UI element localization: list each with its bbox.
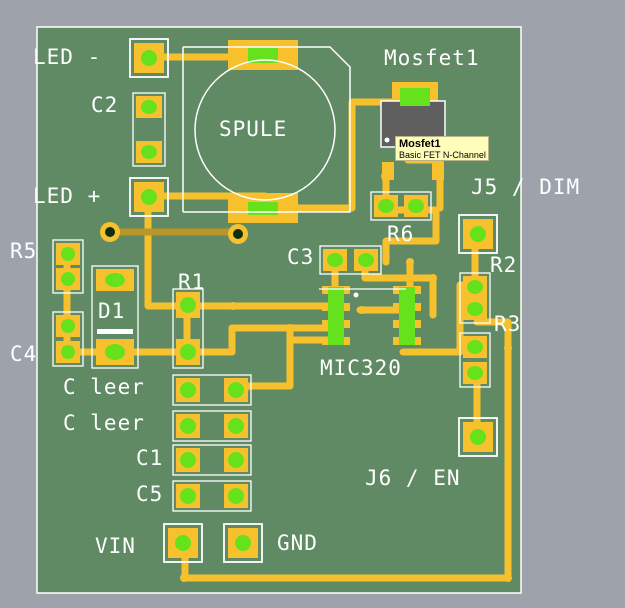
pad-highlights — [61, 47, 483, 504]
label-d1: D1 — [98, 299, 125, 323]
label-r2: R2 — [490, 253, 517, 277]
label-j5-dim: J5 / DIM — [471, 175, 580, 199]
mosfet-pin1-dot — [384, 137, 390, 143]
label-spule: SPULE — [219, 117, 287, 141]
label-r3: R3 — [494, 312, 521, 336]
silkscreen-labels: LED - C2 LED + R5 C4 D1 R1 SPULE Mosfet1… — [10, 45, 580, 558]
label-mosfet: Mosfet1 — [384, 46, 480, 70]
label-vin: VIN — [95, 534, 136, 558]
silkscreen-outlines — [52, 38, 498, 563]
vias — [100, 172, 512, 582]
label-r5: R5 — [10, 239, 37, 263]
tooltip-title: Mosfet1 — [399, 138, 441, 150]
label-c-leer-1: C leer — [63, 375, 145, 399]
label-gnd: GND — [277, 531, 318, 555]
label-c5: C5 — [136, 482, 163, 506]
through-hole-pads — [134, 43, 493, 558]
label-mic320: MIC320 — [320, 356, 402, 380]
label-r6: R6 — [387, 222, 414, 246]
label-c3: C3 — [287, 245, 314, 269]
label-led-minus: LED - — [33, 45, 101, 69]
label-led-plus: LED + — [33, 184, 101, 208]
label-r1: R1 — [178, 270, 205, 294]
label-j6-en: J6 / EN — [365, 466, 461, 490]
tooltip-subtitle: Basic FET N-Channel — [399, 150, 486, 160]
diode-cathode-band — [97, 329, 133, 334]
label-c1: C1 — [136, 446, 163, 470]
smd-pads — [56, 40, 487, 508]
label-c2: C2 — [91, 93, 118, 117]
label-c4: C4 — [10, 342, 37, 366]
mosfet-tooltip: Mosfet1 Basic FET N-Channel — [395, 136, 489, 161]
label-c-leer-2: C leer — [63, 411, 145, 435]
mic320-pin1-dot — [353, 292, 359, 298]
